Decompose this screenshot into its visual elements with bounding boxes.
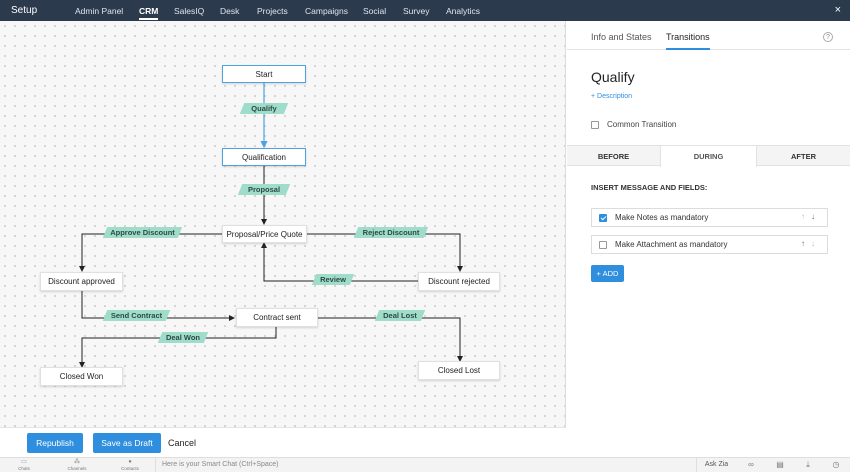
transition-review[interactable]: Review	[314, 274, 352, 285]
tab-info-and-states[interactable]: Info and States	[591, 32, 652, 42]
notes-mandatory-label: Make Notes as mandatory	[615, 213, 709, 222]
chat-icon: ▭	[21, 459, 27, 465]
nav-survey[interactable]: Survey	[403, 6, 430, 16]
channels-icon: ⁂	[74, 459, 80, 465]
add-field-button[interactable]: + ADD	[591, 265, 624, 282]
common-transition-label: Common Transition	[607, 120, 677, 129]
state-closed-won[interactable]: Closed Won	[40, 367, 123, 386]
smart-chat-input[interactable]: Here is your Smart Chat (Ctrl+Space)	[155, 458, 695, 472]
nav-projects[interactable]: Projects	[257, 6, 288, 16]
footer-actions: Republish Save as Draft Cancel	[0, 427, 566, 457]
connector-approve-discount	[79, 233, 222, 272]
notes-icon[interactable]: ▤	[776, 460, 784, 469]
move-up-icon[interactable]: ↑	[801, 212, 811, 221]
state-discount-approved[interactable]: Discount approved	[40, 272, 123, 291]
stage-tabs: BEFORE DURING AFTER	[567, 145, 850, 167]
nav-analytics[interactable]: Analytics	[446, 6, 481, 16]
panel-tabs: Info and States Transitions ?	[567, 21, 850, 50]
transition-proposal[interactable]: Proposal	[240, 184, 288, 195]
nav-campaigns[interactable]: Campaigns	[305, 6, 348, 16]
attachment-mandatory-label: Make Attachment as mandatory	[615, 240, 728, 249]
tab-during[interactable]: DURING	[660, 146, 757, 167]
contacts-icon: ●	[128, 459, 132, 465]
connector-review	[261, 242, 418, 282]
transition-send-contract[interactable]: Send Contract	[105, 310, 168, 321]
nav-crm[interactable]: CRM	[139, 6, 159, 20]
transition-details-panel: Info and States Transitions ? Qualify + …	[567, 21, 850, 457]
close-icon[interactable]: ×	[834, 4, 841, 16]
contacts-shortcut[interactable]: ●Contacts	[117, 459, 143, 471]
tab-transitions[interactable]: Transitions	[666, 32, 710, 50]
transition-reject-discount[interactable]: Reject Discount	[356, 227, 426, 238]
connector-deal-lost	[318, 317, 463, 362]
transition-title: Qualify	[591, 69, 635, 85]
move-up-icon[interactable]: ↑	[801, 239, 811, 248]
field-row-notes[interactable]: Make Notes as mandatory ↑↓	[591, 208, 828, 227]
ask-zia-button[interactable]: Ask Zia	[696, 458, 736, 472]
cancel-button[interactable]: Cancel	[168, 438, 197, 448]
nav-desk[interactable]: Desk	[220, 6, 240, 16]
top-navigation-bar: Setup Admin Panel CRM SalesIQ Desk Proje…	[0, 0, 850, 21]
state-qualification[interactable]: Qualification	[222, 148, 306, 166]
add-description-link[interactable]: + Description	[591, 93, 633, 100]
state-proposal-price-quote[interactable]: Proposal/Price Quote	[222, 225, 307, 243]
attachment-mandatory-checkbox[interactable]	[599, 240, 607, 249]
transition-deal-lost[interactable]: Deal Lost	[377, 310, 423, 321]
transition-approve-discount[interactable]: Approve Discount	[105, 227, 180, 238]
common-transition-checkbox[interactable]	[591, 120, 599, 129]
chats-shortcut[interactable]: ▭Chats	[11, 459, 37, 471]
state-discount-rejected[interactable]: Discount rejected	[418, 272, 500, 291]
tab-before[interactable]: BEFORE	[597, 151, 630, 161]
reorder-arrows: ↑↓	[801, 239, 821, 248]
connector-send-contract	[81, 291, 235, 321]
bottom-status-bar: ▭Chats ⁂Channels ●Contacts Here is your …	[0, 457, 850, 472]
reorder-arrows: ↑↓	[801, 212, 821, 221]
field-row-attachment[interactable]: Make Attachment as mandatory ↑↓	[591, 235, 828, 254]
move-down-icon[interactable]: ↓	[811, 239, 821, 248]
alarm-icon[interactable]: ◷	[832, 460, 840, 469]
tab-after[interactable]: AFTER	[791, 151, 816, 161]
help-icon[interactable]: ?	[823, 32, 833, 42]
state-contract-sent[interactable]: Contract sent	[236, 308, 318, 327]
nav-salesiq[interactable]: SalesIQ	[174, 6, 205, 16]
nav-admin-panel[interactable]: Admin Panel	[75, 6, 124, 16]
republish-button[interactable]: Republish	[27, 433, 83, 453]
connector-reject-discount	[307, 233, 463, 272]
setup-title: Setup	[11, 5, 38, 16]
zia-icon[interactable]: ∞	[748, 460, 754, 469]
notes-mandatory-checkbox[interactable]	[599, 213, 607, 222]
nav-social[interactable]: Social	[363, 6, 387, 16]
download-icon[interactable]: ⤓	[806, 460, 810, 469]
insert-fields-heading: INSERT MESSAGE AND FIELDS:	[591, 183, 708, 192]
channels-shortcut[interactable]: ⁂Channels	[64, 459, 90, 471]
transition-qualify[interactable]: Qualify	[242, 103, 286, 114]
common-transition-option[interactable]: Common Transition	[591, 120, 676, 129]
blueprint-canvas[interactable]: Start Qualification Proposal/Price Quote…	[0, 21, 566, 427]
state-start[interactable]: Start	[222, 65, 306, 83]
save-as-draft-button[interactable]: Save as Draft	[93, 433, 161, 453]
state-closed-lost[interactable]: Closed Lost	[418, 361, 500, 380]
transition-deal-won[interactable]: Deal Won	[160, 332, 206, 343]
move-down-icon[interactable]: ↓	[811, 212, 821, 221]
